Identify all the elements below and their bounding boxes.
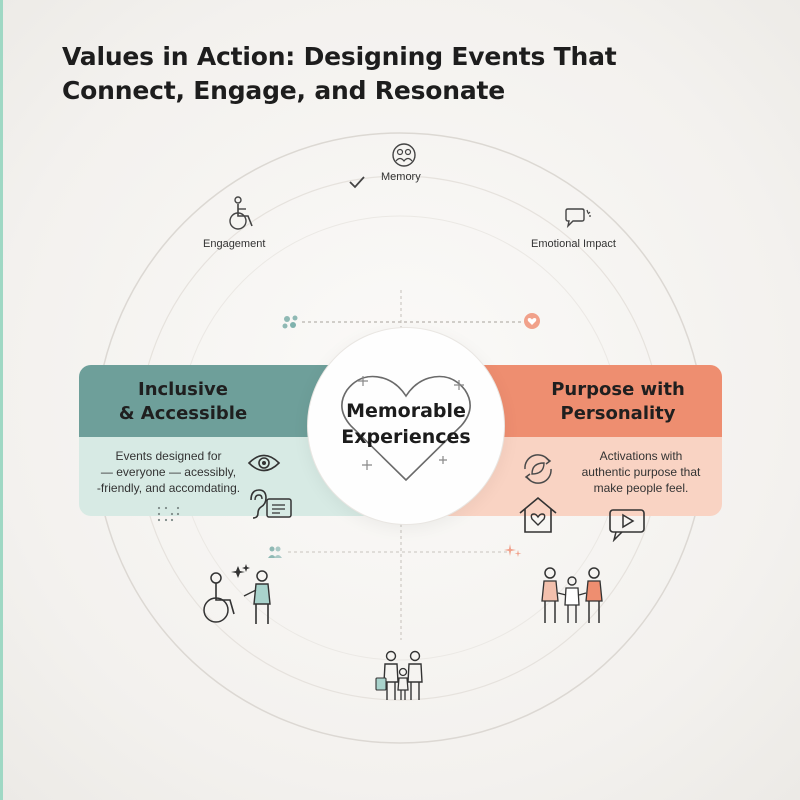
heart-outline-icon: [341, 375, 471, 482]
volunteers-icon: [541, 567, 603, 623]
wheelchair-user-friend-icon: [203, 564, 271, 624]
memory-people-icon: [392, 143, 416, 167]
inclusive-card-title: Inclusive & Accessible: [118, 379, 248, 424]
sparkle-icon: [504, 544, 522, 557]
small-people-icon: [268, 546, 282, 558]
wheelchair-icon: [229, 196, 253, 230]
eye-icon: [247, 454, 281, 472]
page-title: Values in Action: Designing Events That …: [62, 42, 617, 105]
id-card-icon: [266, 498, 292, 518]
checkmark-icon: [349, 176, 365, 189]
side-accent-stripe: [0, 0, 3, 800]
purpose-card-title: Purpose with Personality: [551, 379, 685, 424]
engagement-label: Engagement: [203, 238, 266, 250]
purpose-card-description: Activations with authentic purpose that …: [581, 449, 701, 495]
video-play-icon: [609, 509, 645, 542]
people-group-icon: [282, 315, 298, 329]
family-group-icon: [375, 650, 423, 700]
inclusive-card-description: Events designed for — everyone — acessib…: [96, 449, 241, 495]
leaf-cycle-icon: [524, 454, 552, 484]
braille-icon: [157, 506, 180, 522]
heart-badge-icon: [524, 313, 540, 329]
memorable-experiences-hub: [308, 328, 504, 524]
memory-label: Memory: [381, 171, 421, 183]
emotional-impact-label: Emotional Impact: [531, 238, 616, 250]
home-heart-icon: [519, 496, 557, 533]
center-title: Memorable Experiences: [341, 400, 471, 448]
speech-bubble-icon: [565, 208, 591, 229]
ear-icon: [250, 489, 267, 519]
